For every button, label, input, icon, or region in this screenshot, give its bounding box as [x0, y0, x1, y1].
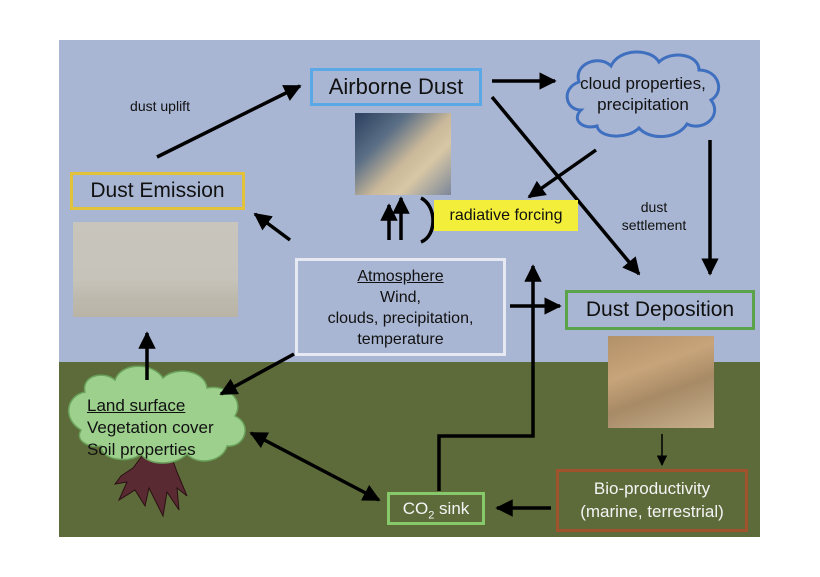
dust-settlement-label: dust settlement — [609, 198, 699, 234]
land-surface-text: Land surface Vegetation cover Soil prope… — [87, 395, 247, 461]
arrow-airborne-to-deposition — [490, 95, 641, 276]
co2-prefix: CO — [402, 499, 429, 518]
dust-uplift-label: dust uplift — [130, 98, 190, 114]
dust-cycle-diagram: Airborne Dust cloud properties, precipit… — [59, 40, 760, 537]
dust-emission-box: Dust Emission — [70, 172, 245, 210]
arrow-co2-to-deposition — [437, 264, 542, 491]
radiative-forcing-box: radiative forcing — [434, 200, 578, 231]
land-surface-line-2: Soil properties — [87, 440, 196, 459]
arrows-layer — [67, 50, 721, 518]
arrow-atmosphere-to-land — [219, 352, 295, 396]
arrow-atmosphere-to-emission — [253, 212, 292, 242]
cloud-label: cloud properties, precipitation — [578, 73, 708, 115]
airborne-dust-box: Airborne Dust — [310, 68, 482, 106]
dust-deposition-box: Dust Deposition — [565, 290, 755, 330]
atmosphere-line-3: temperature — [357, 331, 444, 348]
cloud-shape — [565, 50, 721, 138]
land-surface-title: Land surface — [87, 396, 186, 415]
dust-settlement-line-1: dust — [640, 199, 668, 215]
arrow-cloud-to-radiative — [527, 148, 598, 199]
tree-canopy — [67, 365, 246, 464]
atmosphere-title: Atmosphere — [357, 268, 444, 285]
airborne-dust-label: Airborne Dust — [328, 74, 464, 99]
dust-deposition-label: Dust Deposition — [585, 298, 735, 321]
cloud-label-line-2: precipitation — [597, 95, 689, 114]
arrow-land-co2-bidirectional — [249, 431, 381, 502]
bio-productivity-box: Bio-productivity (marine, terrestrial) — [556, 469, 748, 532]
cloud-label-line-1: cloud properties, — [580, 74, 706, 93]
co2-suffix: sink — [434, 499, 470, 518]
radiative-forcing-label: radiative forcing — [449, 207, 563, 224]
desert-dunes-photo — [608, 336, 714, 428]
bio-productivity-line-1: Bio-productivity — [593, 479, 711, 498]
dust-settlement-line-2: settlement — [621, 217, 687, 233]
satellite-dust-photo — [355, 113, 451, 195]
co2-subscript: 2 — [428, 509, 435, 522]
arrow-radiative-feedback — [420, 196, 435, 244]
arrow-dust-uplift — [156, 84, 302, 159]
land-surface-line-1: Vegetation cover — [87, 418, 214, 437]
atmosphere-line-1: Wind, — [380, 289, 421, 306]
dust-haze-photo — [73, 222, 238, 317]
atmosphere-line-2: clouds, precipitation, — [327, 310, 474, 327]
bio-productivity-line-2: (marine, terrestrial) — [580, 502, 724, 521]
atmosphere-box: Atmosphere Wind, clouds, precipitation, … — [295, 258, 506, 356]
co2-sink-box: CO2 sink — [387, 492, 485, 525]
tree-trunk — [113, 449, 188, 518]
dust-emission-label: Dust Emission — [90, 179, 225, 202]
